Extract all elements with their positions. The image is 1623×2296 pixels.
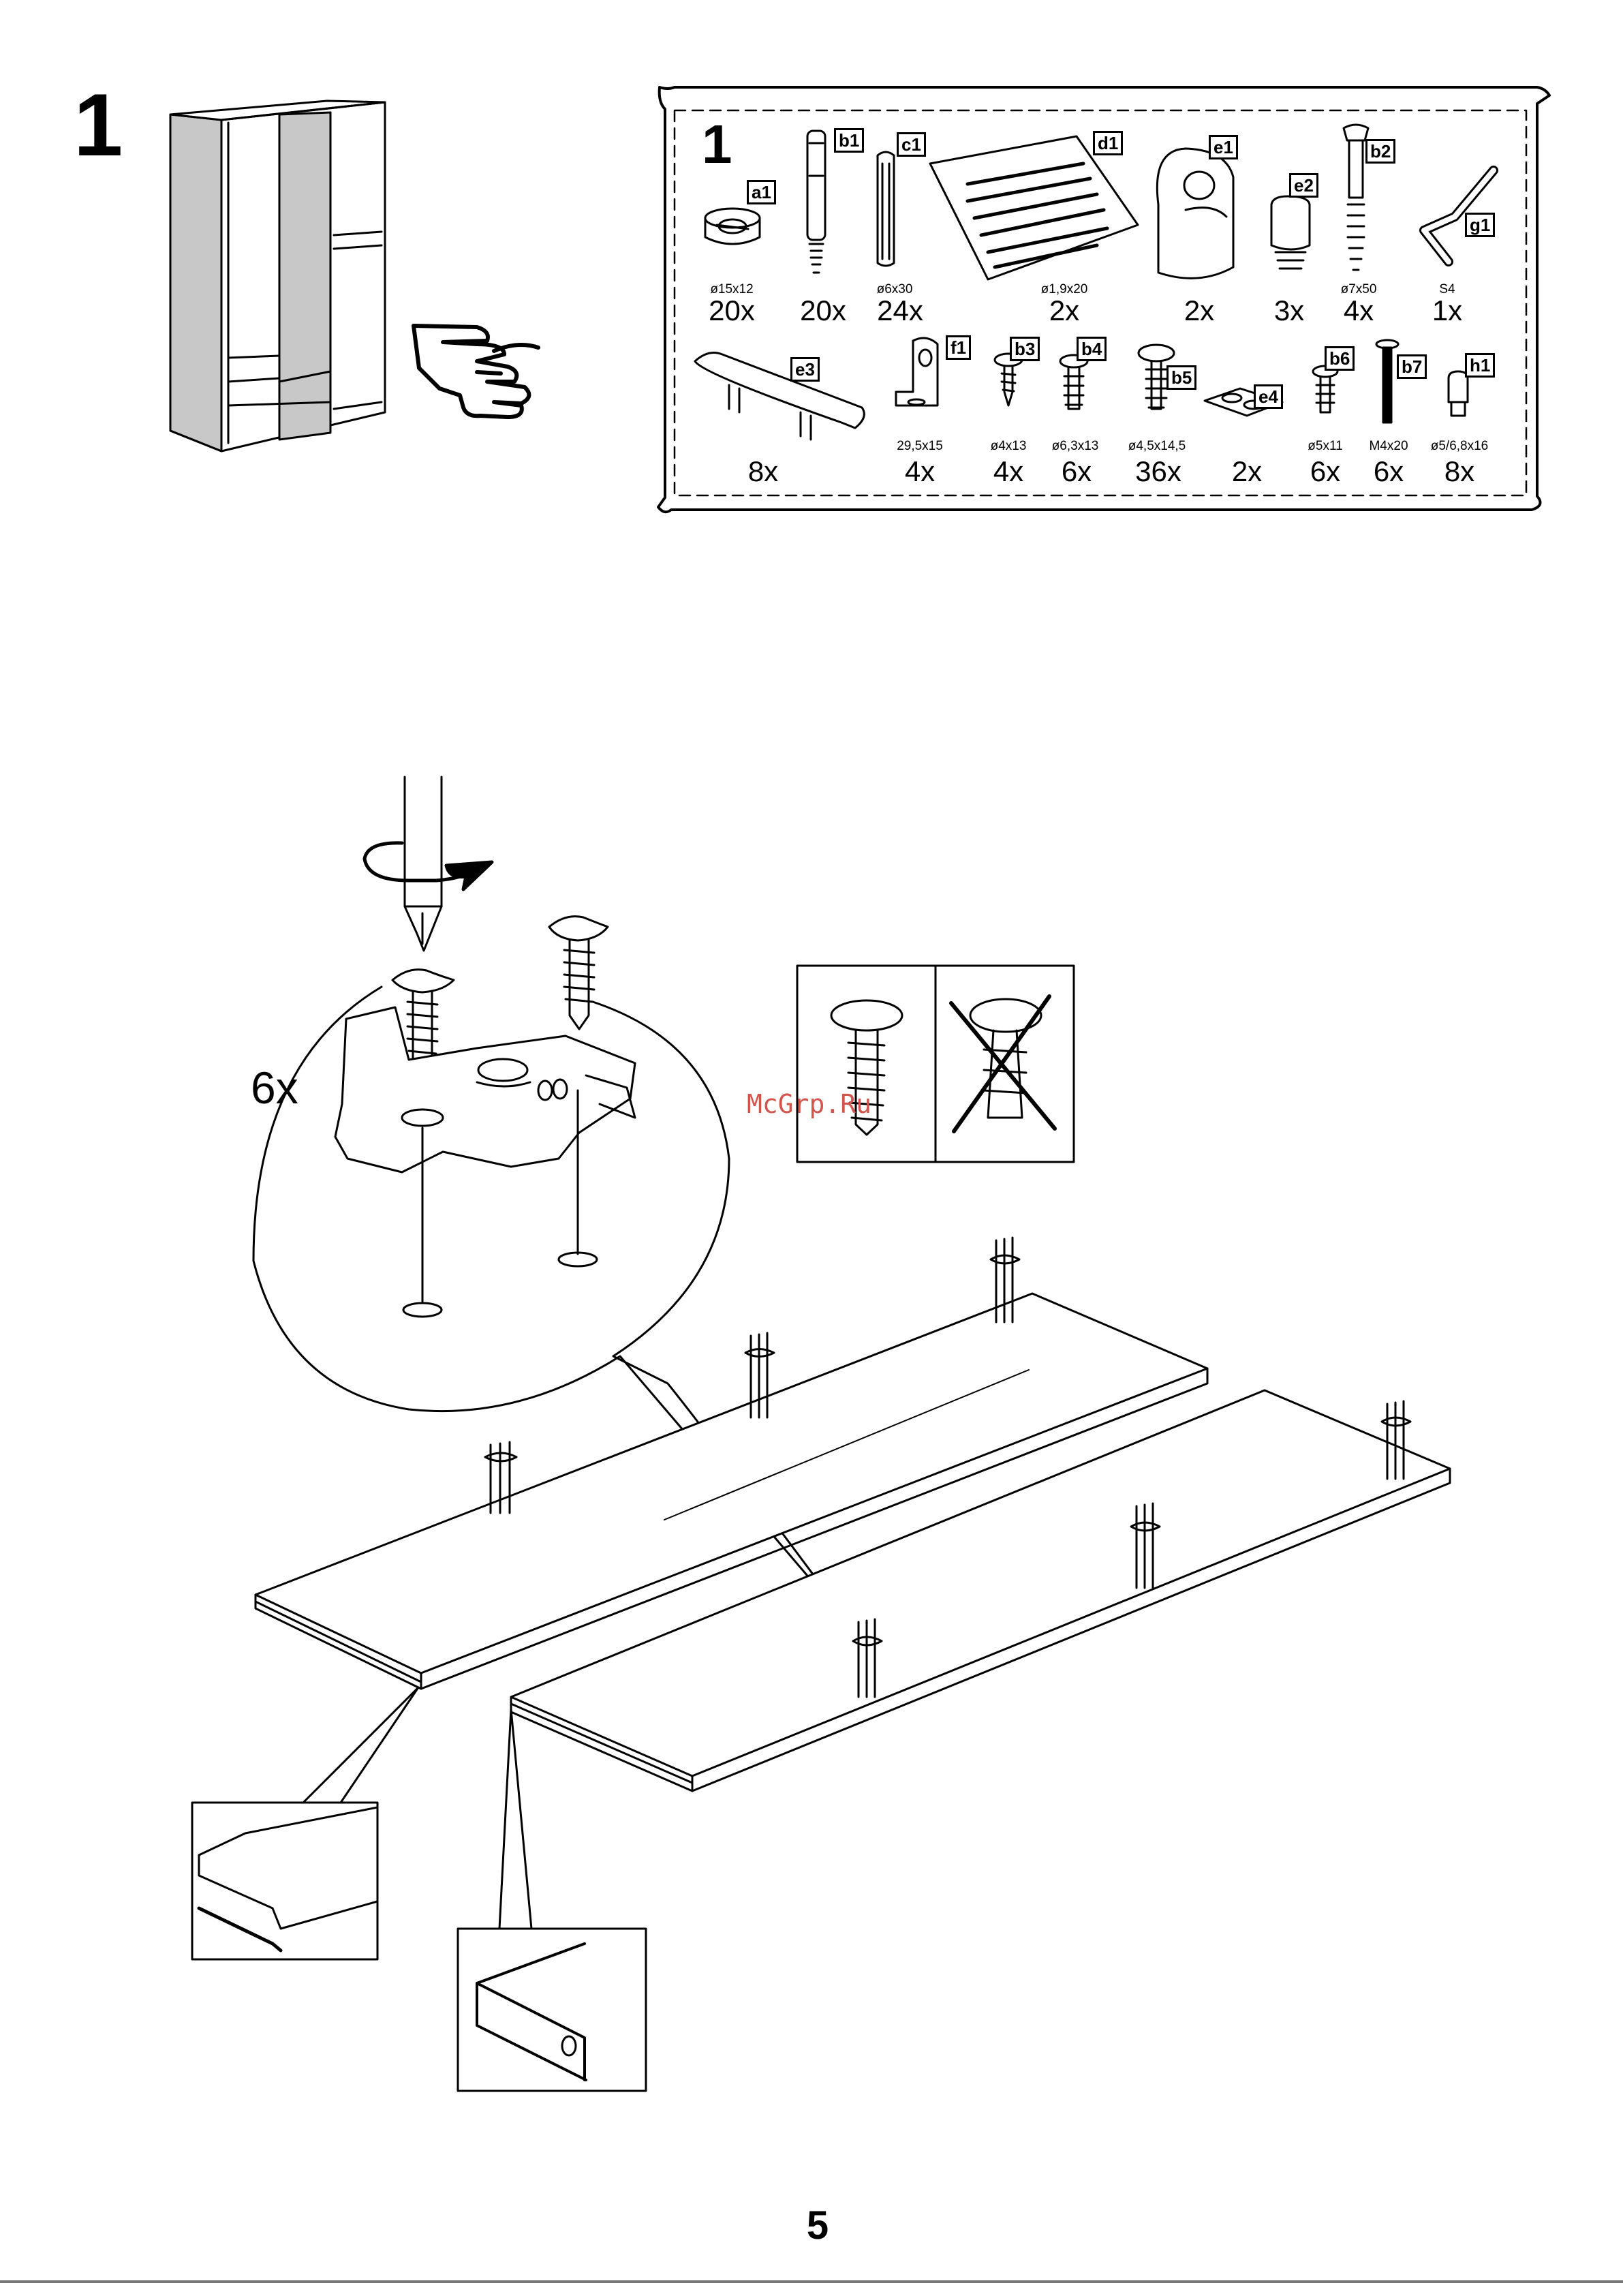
mounting-bracket-icon (335, 1007, 635, 1172)
screw-comparison-box (797, 966, 1074, 1162)
part-a1-tag: a1 (747, 180, 776, 204)
part-e2-icon (1271, 196, 1310, 269)
screwdriver-icon (405, 777, 442, 951)
part-b2-tag: b2 (1365, 139, 1395, 164)
screw-icon (549, 917, 608, 1029)
part-g1-tag: g1 (1465, 213, 1495, 237)
edge-detail-callout (192, 1687, 418, 1959)
part-b3-tag: b3 (1010, 337, 1040, 361)
part-f1-tag: f1 (946, 335, 971, 360)
part-b3-icon (995, 354, 1022, 405)
part-b6-icon (1313, 366, 1338, 412)
part-d1-tag: d1 (1093, 131, 1123, 155)
part-c1-tag: c1 (897, 132, 926, 157)
wardrobe-overview-icon (170, 101, 385, 451)
part-e3-quantity: 8x (695, 455, 831, 488)
part-e1-icon (1157, 149, 1233, 278)
part-a1-icon (705, 209, 760, 244)
part-e3-icon (695, 353, 864, 440)
part-b7-tag: b7 (1397, 354, 1427, 379)
part-g1-quantity: 1x (1379, 294, 1515, 327)
part-e1-tag: e1 (1209, 135, 1238, 159)
part-b6-tag: b6 (1325, 346, 1355, 371)
part-b4-tag: b4 (1077, 337, 1107, 361)
part-e4-tag: e4 (1254, 384, 1283, 409)
part-f1-icon (896, 338, 938, 405)
part-b1-tag: b1 (834, 128, 864, 153)
part-c1-quantity: 24x (832, 294, 968, 327)
callout-quantity: 6x (251, 1062, 298, 1114)
part-h1-tag: h1 (1465, 353, 1495, 378)
part-b7-icon (1376, 340, 1398, 423)
watermark-text: McGrp.Ru (747, 1089, 871, 1119)
part-h1-dimension: ø5/6,8x16 (1391, 439, 1528, 454)
part-d1-icon (930, 136, 1138, 279)
part-h1-quantity: 8x (1391, 455, 1528, 488)
bottom-divider (0, 2280, 1623, 2283)
part-c1-icon (878, 152, 894, 266)
rotate-arrow-icon (365, 843, 492, 889)
part-b2-icon (1344, 125, 1368, 270)
part-b4-icon (1060, 355, 1087, 409)
pointing-hand-icon (414, 326, 538, 417)
page-number: 5 (797, 2203, 838, 2248)
part-h1-icon (1449, 371, 1468, 416)
part-e2-tag: e2 (1289, 173, 1318, 198)
edge-detail-callout (458, 1709, 646, 2091)
part-b5-tag: b5 (1166, 365, 1196, 390)
part-e3-tag: e3 (790, 357, 820, 382)
part-d1-quantity: 2x (996, 294, 1132, 327)
parts-box-step-number: 1 (702, 117, 732, 172)
part-b5-dimension: ø4,5x14,5 (1089, 439, 1225, 454)
part-b1-icon (807, 131, 825, 273)
